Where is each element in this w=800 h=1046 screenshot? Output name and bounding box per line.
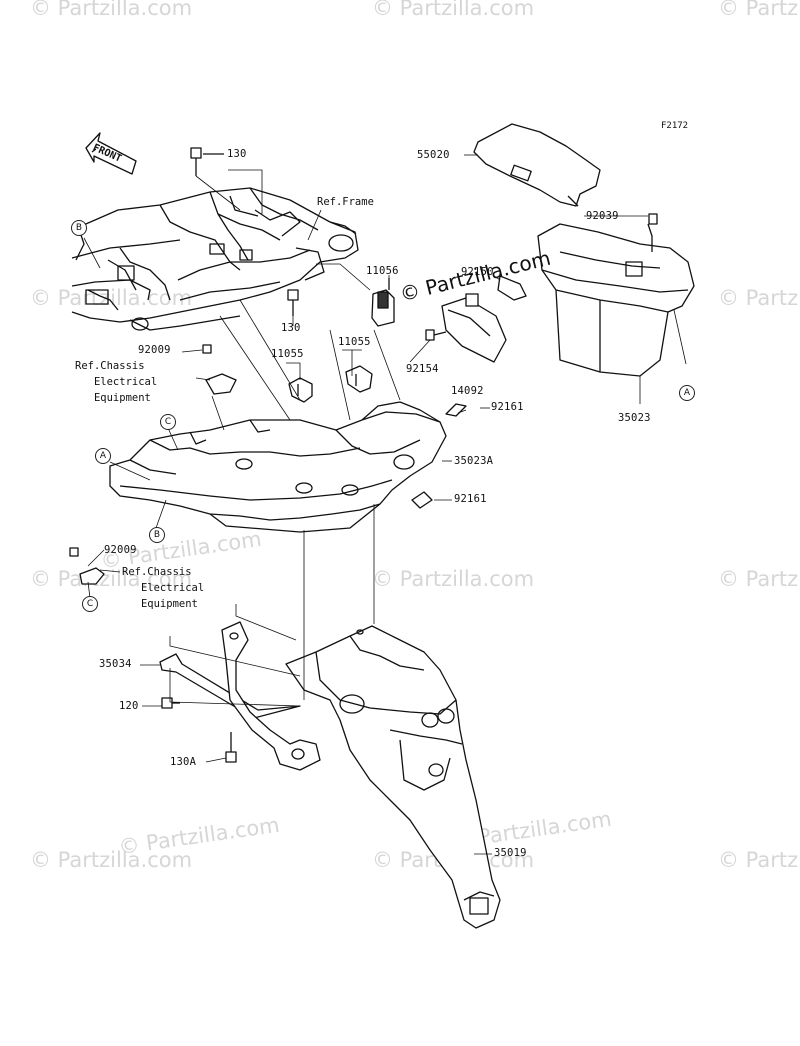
watermark: © Partzilla.com — [30, 848, 193, 872]
part-label-35034[interactable]: 35034 — [99, 658, 132, 670]
ref-chassis-electrical-label: Ref.Chassis Electrical Equipment — [122, 566, 205, 610]
part-label-55020[interactable]: 55020 — [417, 149, 450, 161]
part-label-11056[interactable]: 11056 — [366, 265, 399, 277]
part-label-92039[interactable]: 92039 — [586, 210, 619, 222]
watermark: © Partzilla.com — [718, 286, 800, 310]
callout-c: C — [82, 596, 98, 612]
ref-frame-label: Ref.Frame — [317, 196, 374, 208]
watermark: © Partzilla.com — [30, 286, 193, 310]
figure-number: F2172 — [661, 121, 689, 131]
bracket-11056 — [371, 278, 395, 327]
tray-35023A — [109, 401, 447, 533]
watermark: © Partzilla.com — [718, 567, 800, 591]
callout-a: A — [679, 385, 695, 401]
fender-35019 — [285, 625, 501, 929]
bolt-130-icon — [190, 147, 224, 176]
part-label-14092[interactable]: 14092 — [451, 385, 484, 397]
callout-b: B — [149, 527, 165, 543]
part-label-130A[interactable]: 130A — [170, 756, 197, 768]
part-label-92150[interactable]: 92150 — [461, 266, 494, 278]
callout-a: A — [95, 448, 111, 464]
watermark: © Partzilla.com — [718, 0, 800, 20]
watermark: © Partzilla.com — [372, 0, 535, 20]
part-label-92009[interactable]: 92009 — [104, 544, 137, 556]
ref-chassis-electrical-label: Ref.Chassis Electrical Equipment — [75, 360, 158, 404]
part-label-35023[interactable]: 35023 — [618, 412, 651, 424]
case-35023 — [497, 213, 695, 377]
part-label-92154[interactable]: 92154 — [406, 363, 439, 375]
clip-92009-a — [202, 344, 237, 395]
part-label-35023A[interactable]: 35023A — [454, 455, 494, 467]
clip-92009-b — [69, 547, 105, 585]
part-label-130[interactable]: 130 — [227, 148, 247, 160]
part-label-11055[interactable]: 11055 — [338, 336, 371, 348]
watermark: © Partzilla.com — [30, 0, 193, 20]
bracket-14092 — [441, 293, 507, 363]
part-label-120[interactable]: 120 — [119, 700, 139, 712]
pad-92161-a — [445, 403, 467, 417]
clamp-11055-a — [288, 377, 313, 403]
callout-b: B — [71, 220, 87, 236]
part-label-11055[interactable]: 11055 — [271, 348, 304, 360]
bolt-130-icon — [287, 289, 299, 316]
part-label-92009[interactable]: 92009 — [138, 344, 171, 356]
watermark: © Partzilla.com — [718, 848, 800, 872]
part-label-35019[interactable]: 35019 — [494, 847, 527, 859]
leader-lines — [83, 154, 687, 855]
bolt-130A-icon — [225, 732, 237, 763]
front-arrow-icon — [85, 132, 137, 175]
clamp-11055-b — [345, 365, 373, 393]
bolt-120-icon — [161, 697, 180, 709]
cover-55020 — [473, 123, 601, 207]
screw-92154-icon — [425, 329, 447, 341]
part-label-92161[interactable]: 92161 — [454, 493, 487, 505]
part-label-130[interactable]: 130 — [281, 322, 301, 334]
stay-35034 — [159, 621, 321, 771]
watermark: © Partzilla.com — [372, 567, 535, 591]
pad-92161-b — [411, 491, 433, 509]
callout-c: C — [160, 414, 176, 430]
frame-outline — [71, 187, 359, 331]
part-label-92161[interactable]: 92161 — [491, 401, 524, 413]
